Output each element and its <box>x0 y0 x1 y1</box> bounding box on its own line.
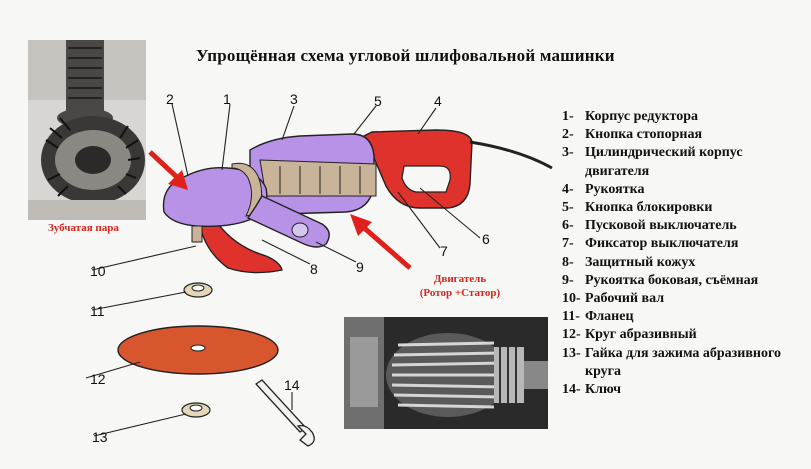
side-handle-end <box>291 222 309 238</box>
callout-6: 6 <box>482 231 490 247</box>
legend-item: 10-Рабочий вал <box>562 291 665 307</box>
callout-8: 8 <box>310 261 318 277</box>
gear-pair-photo <box>28 40 146 220</box>
side-handle-shape <box>246 195 330 248</box>
clamp-nut-shape <box>181 402 211 418</box>
callout-11: 11 <box>90 303 105 319</box>
callout-7: 7 <box>440 243 448 259</box>
legend-item: 7-Фиксатор выключателя <box>562 236 739 252</box>
legend-item: 3-Цилиндрический корпус двигателя <box>562 145 743 179</box>
callout-13: 13 <box>92 429 108 445</box>
gear-pair-caption: Зубчатая пара <box>48 222 119 234</box>
legend-item: 9-Рукоятка боковая, съёмная <box>562 272 759 288</box>
guard-shape <box>199 217 283 274</box>
legend-item: 2-Кнопка стопорная <box>562 127 703 143</box>
callout-12: 12 <box>90 371 106 387</box>
wrench-shape <box>255 379 315 447</box>
flange-shape <box>183 282 213 298</box>
arrow-gear-pair <box>148 150 188 190</box>
legend-item: 13-Гайка для зажима абразивного круга <box>562 345 782 379</box>
arrow-motor <box>350 214 412 270</box>
callout-3: 3 <box>290 91 298 107</box>
handle-cable <box>469 140 553 170</box>
legend-item: 8-Защитный кожух <box>562 254 696 270</box>
motor-caption-line1: Двигатель <box>433 273 487 285</box>
legend-item: 6-Пусковой выключатель <box>562 218 737 234</box>
callout-1: 1 <box>223 91 231 107</box>
switch-band <box>259 159 377 197</box>
legend-item: 5-Кнопка блокировки <box>562 200 713 216</box>
callout-10: 10 <box>90 263 106 279</box>
motor-photo <box>344 317 548 429</box>
page-title: Упрощённая схема угловой шлифовальной ма… <box>196 46 615 65</box>
handle-opening <box>401 165 451 193</box>
callout-5: 5 <box>374 93 382 109</box>
callout-2: 2 <box>166 91 174 107</box>
motor-caption-line2: (Ротор +Статор) <box>419 287 501 299</box>
callout-4: 4 <box>434 93 442 109</box>
legend-item: 4-Рукоятка <box>562 181 645 197</box>
callout-14: 14 <box>284 377 300 393</box>
motor-caption: Двигатель (Ротор +Статор) <box>400 272 520 300</box>
legend-item: 14-Ключ <box>562 382 622 398</box>
legend-item: 11-Фланец <box>562 309 634 325</box>
legend-item: 12-Круг абразивный <box>562 327 697 343</box>
spindle <box>191 225 203 243</box>
gear-head-collar <box>231 162 262 217</box>
callout-9: 9 <box>356 259 364 275</box>
callout-numbers: 1 2 3 5 4 6 7 8 9 10 11 12 13 14 <box>90 91 490 445</box>
abrasive-disc-shape <box>117 325 279 375</box>
parts-legend: 1-Корпус редуктора 2-Кнопка стопорная 3-… <box>562 108 807 399</box>
legend-item: 1-Корпус редуктора <box>562 109 699 124</box>
